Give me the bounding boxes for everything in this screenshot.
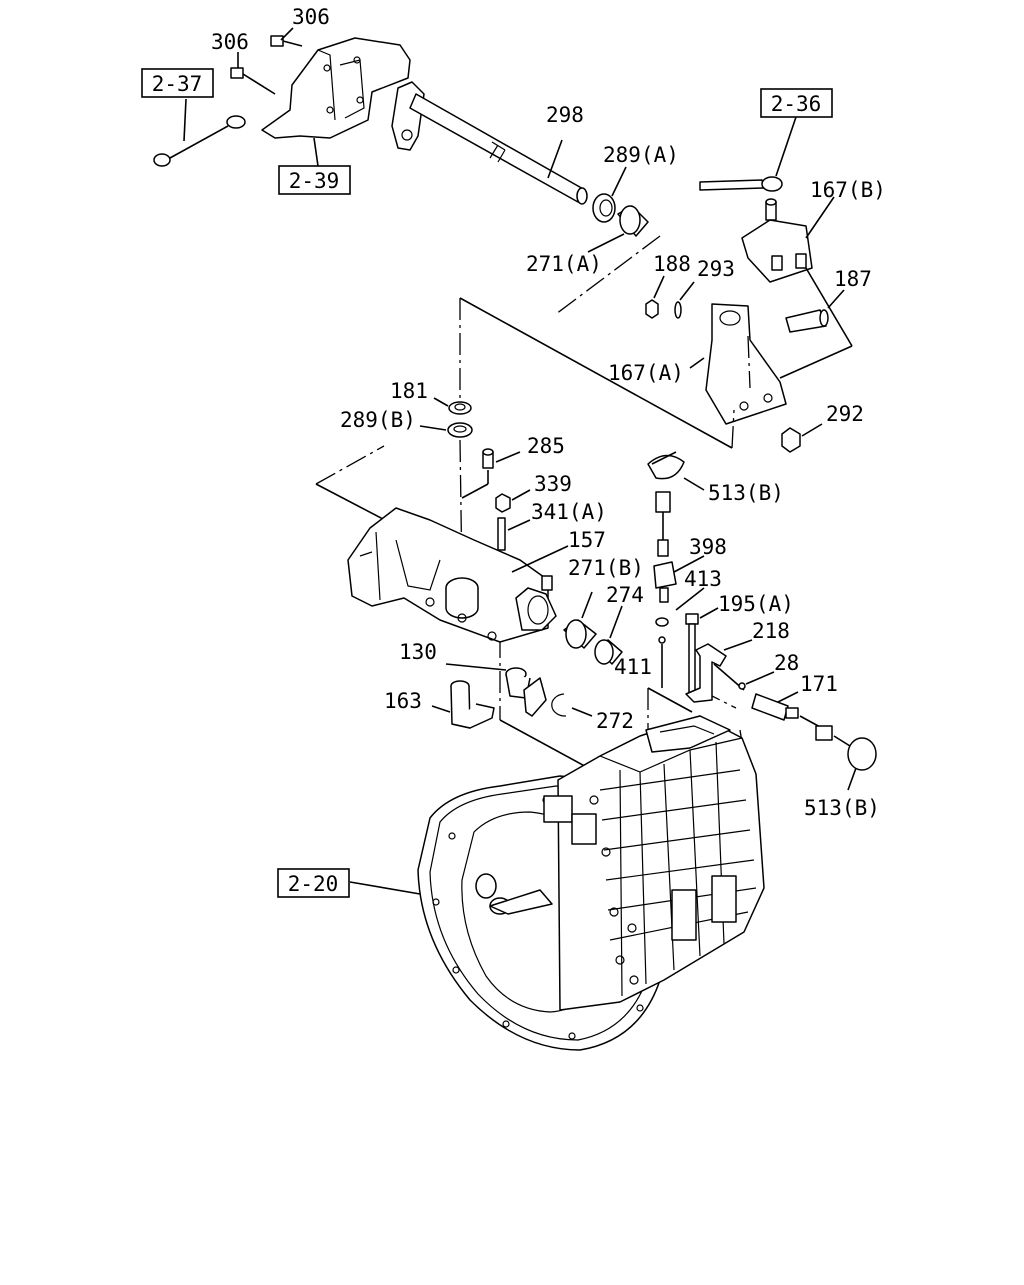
label-167a[interactable]: 167(A) [608, 361, 684, 385]
label-188[interactable]: 188 [653, 252, 691, 276]
label-306-lower[interactable]: 306 [211, 30, 249, 54]
washer-181 [433, 397, 472, 415]
shaft-163 [431, 680, 495, 729]
label-293[interactable]: 293 [697, 257, 735, 281]
label-218[interactable]: 218 [752, 619, 790, 643]
bushing-271b [563, 591, 597, 649]
washer-411 [658, 636, 666, 688]
shift-tower-cover [261, 37, 411, 167]
label-398[interactable]: 398 [689, 535, 727, 559]
control-rod-ball-joint [699, 116, 797, 192]
ref-2-20-text: 2-20 [288, 872, 339, 896]
sensor-398 [653, 555, 705, 603]
stud-341a [497, 517, 531, 551]
washer-293 [674, 281, 695, 319]
label-292[interactable]: 292 [826, 402, 864, 426]
oil-seal-289a [592, 166, 627, 223]
bolt-306-upper [270, 27, 303, 47]
nut-339 [495, 489, 531, 513]
shift-housing-157 [347, 507, 569, 643]
oil-seal-289b [419, 422, 473, 438]
label-411[interactable]: 411 [614, 655, 652, 679]
label-181[interactable]: 181 [390, 379, 428, 403]
ref-2-37-text: 2-37 [152, 72, 203, 96]
label-341a[interactable]: 341(A) [531, 500, 607, 524]
ref-2-36-text: 2-36 [771, 92, 822, 116]
label-339[interactable]: 339 [534, 472, 572, 496]
ref-box-2-37[interactable]: 2-37 [141, 68, 214, 98]
transmission-case [349, 715, 765, 1051]
washer-413 [655, 587, 705, 627]
label-306-upper[interactable]: 306 [292, 5, 330, 29]
label-195a[interactable]: 195(A) [718, 592, 794, 616]
label-513b-upper[interactable]: 513(B) [708, 481, 784, 505]
label-187[interactable]: 187 [834, 267, 872, 291]
label-271a[interactable]: 271(A) [526, 252, 602, 276]
nut-292 [781, 423, 823, 453]
breather-285 [461, 448, 521, 499]
label-163[interactable]: 163 [384, 689, 422, 713]
bolt-306-lower [230, 52, 276, 95]
label-130[interactable]: 130 [399, 640, 437, 664]
label-285[interactable]: 285 [527, 434, 565, 458]
bracket-167a [689, 303, 787, 425]
bushing-271a [555, 205, 661, 315]
label-167b[interactable]: 167(B) [810, 178, 886, 202]
label-271b[interactable]: 271(B) [568, 556, 644, 580]
label-274[interactable]: 274 [606, 583, 644, 607]
label-289a[interactable]: 289(A) [603, 143, 679, 167]
nut-188 [645, 275, 665, 319]
snap-ring-272 [551, 693, 593, 717]
label-171[interactable]: 171 [800, 672, 838, 696]
label-513b-lower[interactable]: 513(B) [804, 796, 880, 820]
ref-2-39-text: 2-39 [289, 169, 340, 193]
sensor-171 [751, 691, 833, 741]
label-298[interactable]: 298 [546, 103, 584, 127]
ref-box-2-39[interactable]: 2-39 [278, 165, 351, 195]
bracket-218 [685, 639, 753, 703]
bushing-274 [594, 605, 623, 665]
clamp-513b-upper [647, 451, 705, 491]
ref-box-2-20[interactable]: 2-20 [277, 868, 350, 898]
shift-shaft-298 [391, 81, 588, 205]
label-28[interactable]: 28 [774, 651, 799, 675]
ref-box-2-36[interactable]: 2-36 [760, 88, 833, 118]
shift-control-rod [153, 98, 246, 167]
part-labels: 306 306 298 289(A) 271(A) 188 293 167(B)… [211, 5, 886, 820]
pin-187 [785, 289, 845, 333]
label-289b[interactable]: 289(B) [340, 408, 416, 432]
connector-sensor [655, 491, 671, 557]
washer-28 [738, 671, 775, 690]
label-157[interactable]: 157 [568, 528, 606, 552]
label-272[interactable]: 272 [596, 709, 634, 733]
label-413[interactable]: 413 [684, 567, 722, 591]
clamp-513b-lower [833, 735, 877, 791]
lever-130 [445, 663, 547, 717]
